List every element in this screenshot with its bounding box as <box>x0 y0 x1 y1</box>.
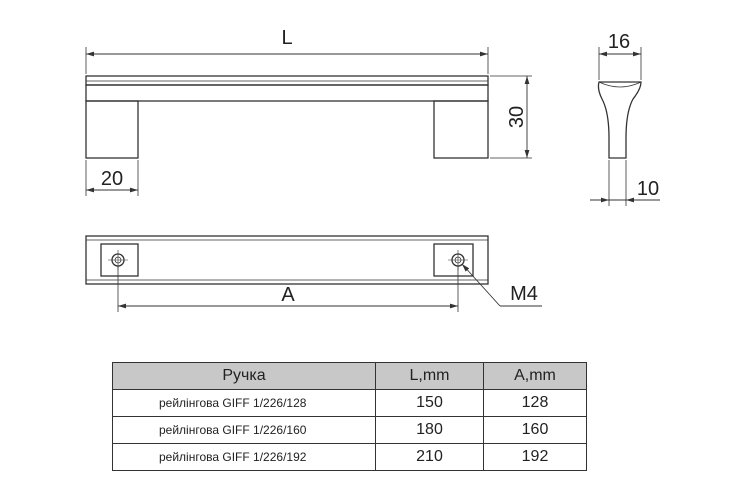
table-row: рейлінгова GIFF 1/226/192 210 192 <box>112 443 587 471</box>
table-cell-spacing: 128 <box>483 389 587 417</box>
table-cell-name: рейлінгова GIFF 1/226/160 <box>112 416 376 444</box>
table-row: рейлінгова GIFF 1/226/160 180 160 <box>112 416 587 444</box>
table-header-row: Ручка L,mm A,mm <box>112 362 587 390</box>
table-cell-spacing: 160 <box>483 416 587 444</box>
table-cell-name: рейлінгова GIFF 1/226/128 <box>112 389 376 417</box>
right-mount-block <box>433 243 474 277</box>
left-mount-block <box>100 243 139 277</box>
bottom-view <box>85 235 489 285</box>
table-cell-length: 150 <box>375 389 484 417</box>
length-label: L <box>281 27 292 49</box>
table-cell-length: 180 <box>375 416 484 444</box>
depth-label: 16 <box>608 31 630 53</box>
column-header-spacing: A,mm <box>483 362 587 390</box>
table-cell-name: рейлінгова GIFF 1/226/192 <box>112 443 376 471</box>
table-cell-length: 210 <box>375 443 484 471</box>
height-label: 30 <box>506 106 528 128</box>
column-header-length: L,mm <box>375 362 484 390</box>
sizes-table: Ручка L,mm A,mm рейлінгова GIFF 1/226/12… <box>112 362 587 471</box>
thread-label: M4 <box>510 283 538 305</box>
right-leg <box>433 100 489 159</box>
spacing-label: A <box>281 284 295 306</box>
thread-leader-line <box>461 263 501 307</box>
left-leg <box>85 100 139 159</box>
side-profile <box>597 81 642 159</box>
table-cell-spacing: 192 <box>483 443 587 471</box>
base-width-label: 10 <box>637 178 659 200</box>
table-row: рейлінгова GIFF 1/226/128 150 128 <box>112 389 587 417</box>
leg-width-label: 20 <box>101 168 123 190</box>
front-view <box>85 75 489 159</box>
column-header-name: Ручка <box>112 362 376 390</box>
